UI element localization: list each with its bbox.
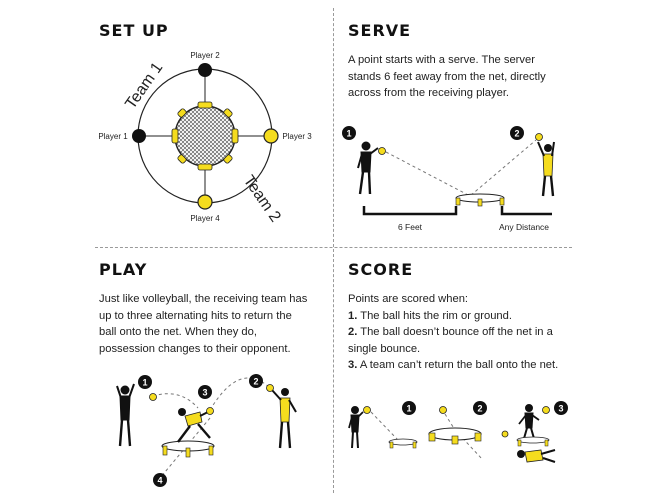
score-player-yellow-fallen bbox=[517, 449, 556, 463]
score-marker-3: 3 bbox=[554, 401, 568, 415]
play-title: PLAY bbox=[99, 260, 148, 279]
player-2-dot bbox=[198, 63, 212, 77]
svg-text:1: 1 bbox=[406, 404, 411, 414]
score-net-2 bbox=[428, 427, 482, 445]
player-1-dot bbox=[132, 129, 146, 143]
score-illustration: 1 2 3 bbox=[348, 401, 568, 463]
serve-ball-2 bbox=[535, 133, 543, 141]
serve-description: A point starts with a serve. The server … bbox=[348, 52, 578, 102]
serve-ball-1 bbox=[378, 147, 386, 155]
six-feet-label: 6 Feet bbox=[398, 222, 423, 232]
serve-line-1: A point starts with a serve. The server bbox=[348, 54, 535, 66]
setup-diagram: Player 2 Player 1 Player 3 Player 4 Team… bbox=[98, 51, 312, 226]
score-marker-2: 2 bbox=[473, 401, 487, 415]
serve-net bbox=[455, 193, 505, 207]
serve-illustration: 1 2 6 Feet Any Distance bbox=[342, 126, 555, 232]
score-marker-1: 1 bbox=[402, 401, 416, 415]
svg-text:2: 2 bbox=[253, 377, 258, 387]
play-player-yellow-low bbox=[177, 408, 211, 443]
score-title: SCORE bbox=[348, 260, 414, 279]
play-ball-3 bbox=[266, 384, 274, 392]
score-trajectory-1 bbox=[370, 411, 399, 441]
score-ball-4 bbox=[501, 430, 509, 438]
rim-clips bbox=[171, 101, 239, 171]
play-ball-1 bbox=[149, 393, 157, 401]
play-player-black bbox=[116, 383, 135, 447]
play-line-2: up to three alternating hits to return t… bbox=[99, 309, 292, 322]
serve-marker-1-text: 1 bbox=[346, 129, 351, 139]
serve-line-3: across from the receiving player. bbox=[348, 87, 510, 99]
play-line-1: Just like volleyball, the receiving team… bbox=[99, 293, 308, 305]
server-figure bbox=[357, 141, 379, 195]
play-description: Just like volleyball, the receiving team… bbox=[99, 291, 329, 357]
score-item-3: 3. A team can’t return the ball onto the… bbox=[348, 359, 559, 371]
play-trajectory-b bbox=[209, 377, 271, 411]
score-ball-1 bbox=[363, 406, 371, 414]
any-distance-label: Any Distance bbox=[499, 222, 549, 232]
score-player-black-2 bbox=[518, 404, 540, 443]
score-item-1: 1. The ball hits the rim or ground. bbox=[348, 309, 512, 322]
play-marker-3: 3 bbox=[198, 385, 212, 399]
player-1-label: Player 1 bbox=[98, 132, 128, 141]
score-ball-2 bbox=[439, 406, 447, 414]
serve-title: SERVE bbox=[348, 21, 412, 40]
play-net bbox=[161, 440, 215, 458]
play-illustration: 1 3 2 4 bbox=[116, 374, 297, 487]
player-2-label: Player 2 bbox=[190, 51, 220, 60]
serve-line-2: stands 6 feet away from the net, directl… bbox=[348, 70, 546, 83]
svg-text:3: 3 bbox=[202, 388, 207, 398]
player-4-label: Player 4 bbox=[190, 214, 220, 223]
any-distance-bracket bbox=[500, 206, 552, 216]
team-2-label: Team 2 bbox=[240, 173, 284, 226]
serve-trajectory bbox=[385, 139, 537, 197]
play-ball-2 bbox=[206, 407, 214, 415]
six-feet-bracket bbox=[362, 206, 458, 216]
play-line-3: ball onto the net. When they do, bbox=[99, 326, 257, 338]
svg-text:2: 2 bbox=[477, 404, 482, 414]
score-net-1 bbox=[388, 438, 418, 449]
svg-text:3: 3 bbox=[558, 404, 563, 414]
serve-marker-2-text: 2 bbox=[514, 129, 519, 139]
player-4-dot bbox=[197, 194, 213, 210]
play-line-4: possession changes to their opponent. bbox=[99, 342, 291, 355]
play-player-yellow-high bbox=[271, 388, 297, 449]
score-item-2-cont: single bounce. bbox=[348, 342, 421, 355]
vertical-divider bbox=[333, 8, 334, 493]
horizontal-divider bbox=[95, 247, 572, 248]
play-marker-1: 1 bbox=[138, 375, 152, 389]
score-item-2: 2. The ball doesn’t bounce off the net i… bbox=[348, 326, 553, 338]
serve-marker-1 bbox=[342, 126, 356, 140]
score-ball-3 bbox=[542, 406, 550, 414]
player-3-dot bbox=[263, 128, 279, 144]
svg-text:4: 4 bbox=[157, 476, 162, 486]
player-3-label: Player 3 bbox=[282, 132, 312, 141]
play-marker-2: 2 bbox=[249, 374, 263, 388]
play-marker-4: 4 bbox=[153, 473, 167, 487]
score-intro: Points are scored when: bbox=[348, 293, 469, 305]
svg-text:1: 1 bbox=[142, 378, 147, 388]
setup-title: SET UP bbox=[99, 21, 169, 40]
score-player-black bbox=[348, 406, 364, 449]
play-trajectory-a bbox=[152, 393, 199, 409]
score-net-3 bbox=[516, 436, 550, 447]
receiver-figure bbox=[537, 141, 555, 197]
score-description: Points are scored when: 1. The ball hits… bbox=[348, 291, 583, 374]
serve-marker-2 bbox=[510, 126, 524, 140]
